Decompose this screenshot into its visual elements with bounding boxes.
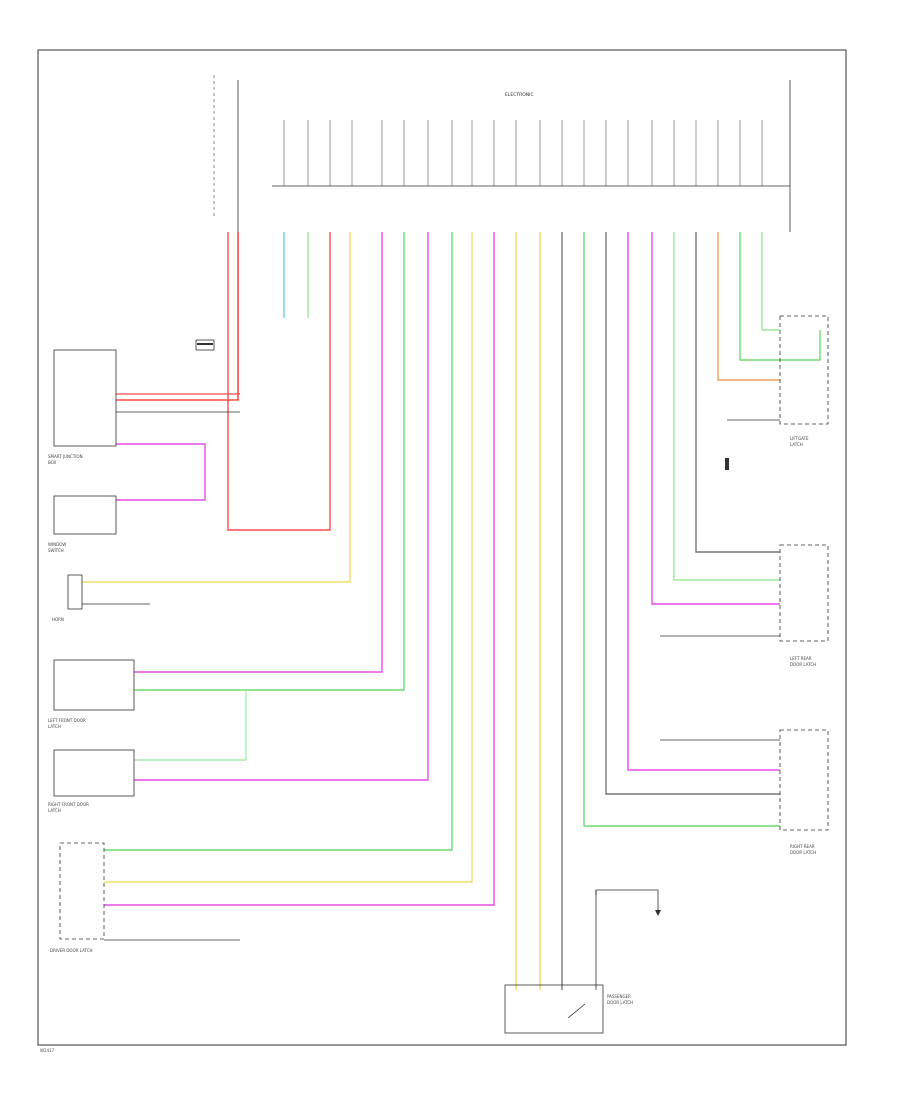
rf-door-title-2: LATCH — [48, 808, 61, 813]
left-module-title-1: SMART JUNCTION — [48, 454, 83, 459]
driver-lock-box — [59, 842, 105, 940]
driver-lock-title: DRIVER DOOR LATCH — [50, 948, 93, 953]
wire-yellow-driver — [104, 232, 473, 883]
rf-door-title-1: RIGHT FRONT DOOR — [48, 802, 89, 807]
lf-door-title-1: LEFT FRONT DOOR — [48, 718, 86, 723]
passenger-lock-box — [504, 984, 604, 1034]
wire-magenta-switch — [116, 443, 206, 501]
wire-group — [82, 120, 821, 990]
liftgate-title-1: LIFTGATE — [790, 436, 809, 441]
arrow-head — [655, 910, 661, 916]
wire-gray-rr — [605, 232, 780, 795]
lf-door-box — [53, 659, 135, 711]
liftgate-box — [779, 315, 829, 425]
rr-door-title-2: DOOR LATCH — [790, 850, 816, 855]
ground-arrow — [595, 889, 659, 912]
rr-door-title-1: RIGHT REAR — [790, 844, 815, 849]
wire-lgreen-lift — [761, 232, 780, 331]
wire-yellow-horn — [82, 232, 351, 583]
wire-green-driver — [104, 232, 453, 851]
passenger-lock-title-2: DOOR LATCH — [607, 1000, 633, 1005]
switch-small-box — [53, 495, 117, 535]
wire-lgreen-lr — [673, 232, 780, 581]
horn-symbol — [67, 574, 83, 610]
horn-title: HORN — [52, 617, 64, 622]
relay-symbol — [195, 339, 215, 351]
lf-door-title-2: LATCH — [48, 724, 61, 729]
passenger-switch — [567, 1003, 586, 1019]
wire-lgreen-rf — [134, 690, 247, 761]
wire-red-power — [116, 232, 239, 401]
wire-green-lf — [134, 232, 405, 691]
center-label: ELECTRONIC — [505, 92, 534, 98]
wire-gray-lr — [695, 232, 780, 553]
footer-code: W2417 — [40, 1048, 55, 1053]
wire-green-rr — [583, 232, 780, 827]
wire-magenta-driver — [104, 232, 495, 906]
diagram-frame — [37, 49, 847, 1046]
ground-symbol — [725, 458, 729, 470]
wire-magenta-lf — [134, 232, 383, 673]
rr-door-box — [779, 729, 829, 831]
lr-door-title-2: DOOR LATCH — [790, 662, 816, 667]
switch-small-title-2: SWITCH — [48, 548, 64, 553]
wire-magenta-rf — [134, 232, 429, 781]
liftgate-title-2: LATCH — [790, 442, 803, 447]
left-module-title-2: BOX — [48, 460, 57, 465]
wire-red-loop — [227, 232, 331, 531]
passenger-lock-title-1: PASSENGER — [607, 994, 631, 999]
switch-small-title-1: WINDOW — [48, 542, 66, 547]
left-module-box — [53, 349, 117, 447]
wire-magenta-lr — [651, 232, 780, 605]
lr-door-title-1: LEFT REAR — [790, 656, 812, 661]
wire-magenta-rr — [627, 232, 780, 771]
lr-door-box — [779, 544, 829, 642]
rf-door-box — [53, 749, 135, 797]
wire-orange-lift — [717, 232, 780, 381]
